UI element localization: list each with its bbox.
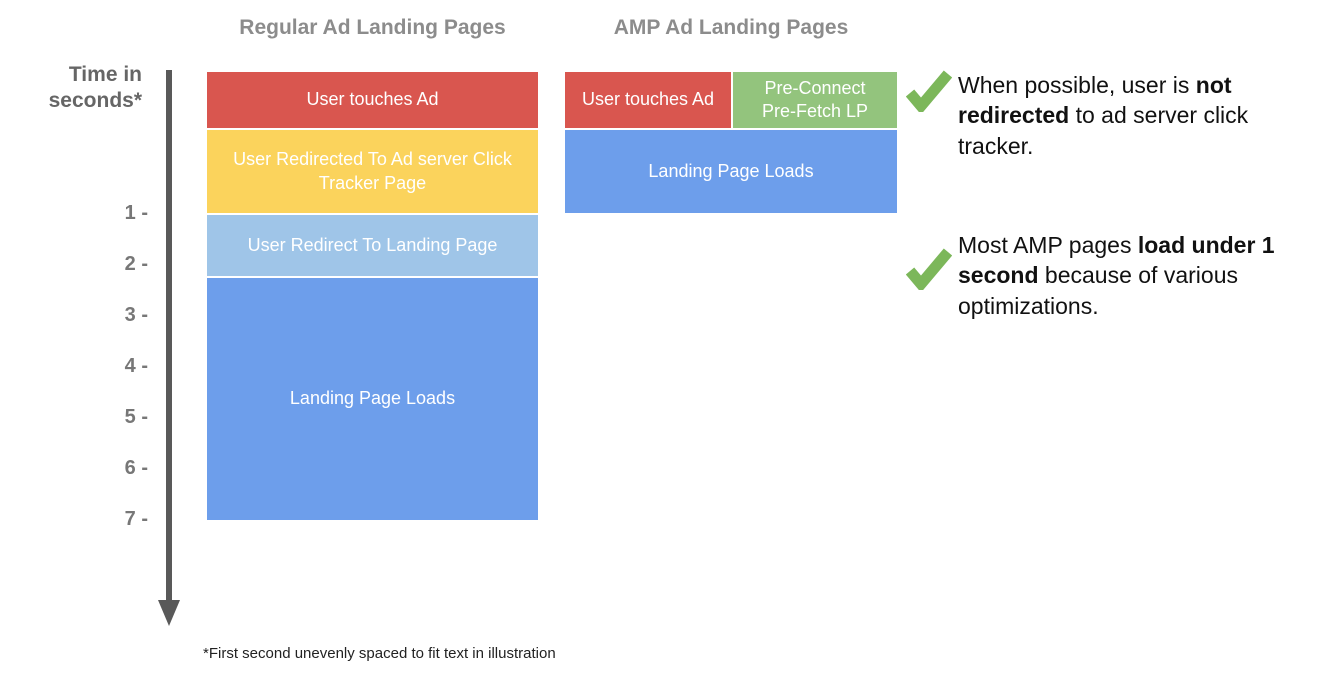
note-text: because of various optimizations. xyxy=(958,262,1238,319)
note-text: Most AMP pages xyxy=(958,232,1138,258)
tick-label-6: 6 - xyxy=(124,457,148,479)
time-axis-arrow xyxy=(158,70,180,630)
tick-label-7: 7 - xyxy=(124,508,148,530)
regular-block-user-touches-ad: User touches Ad xyxy=(207,72,538,128)
check-icon xyxy=(906,248,952,290)
arrow-down-icon xyxy=(158,600,180,626)
tick-label-4: 4 - xyxy=(124,355,148,377)
amp-block-landing-page-loads: Landing Page Loads xyxy=(565,130,897,213)
note-not-redirected: When possible, user is not redirected to… xyxy=(958,70,1303,161)
regular-block-landing-page-loads: Landing Page Loads xyxy=(207,278,538,520)
note-load-under-1-second: Most AMP pages load under 1 second becau… xyxy=(958,230,1303,321)
time-axis-line xyxy=(166,70,172,602)
note-text: When possible, user is xyxy=(958,72,1196,98)
tick-label-2: 2 - xyxy=(124,253,148,275)
amp-column-header: AMP Ad Landing Pages xyxy=(613,16,849,39)
tick-label-3: 3 - xyxy=(124,304,148,326)
tick-label-1: 1 - xyxy=(124,202,148,224)
note-text-bold: not redirected xyxy=(958,72,1232,129)
tick-label-5: 5 - xyxy=(124,406,148,428)
regular-column-header: Regular Ad Landing Pages xyxy=(239,16,506,39)
regular-block-redirect-click-tracker: User Redirected To Ad server Click Track… xyxy=(207,130,538,213)
note-text-bold: load under 1 second xyxy=(958,232,1275,289)
regular-block-redirect-landing-page: User Redirect To Landing Page xyxy=(207,215,538,276)
time-axis-label: Time in seconds* xyxy=(48,63,142,113)
footnote: *First second unevenly spaced to fit tex… xyxy=(203,645,556,662)
check-icon xyxy=(906,70,952,112)
note-text: to ad server click tracker. xyxy=(958,102,1249,159)
amp-block-preconnect-prefetch: Pre-Connect Pre-Fetch LP xyxy=(733,72,897,128)
amp-block-user-touches-ad: User touches Ad xyxy=(565,72,731,128)
